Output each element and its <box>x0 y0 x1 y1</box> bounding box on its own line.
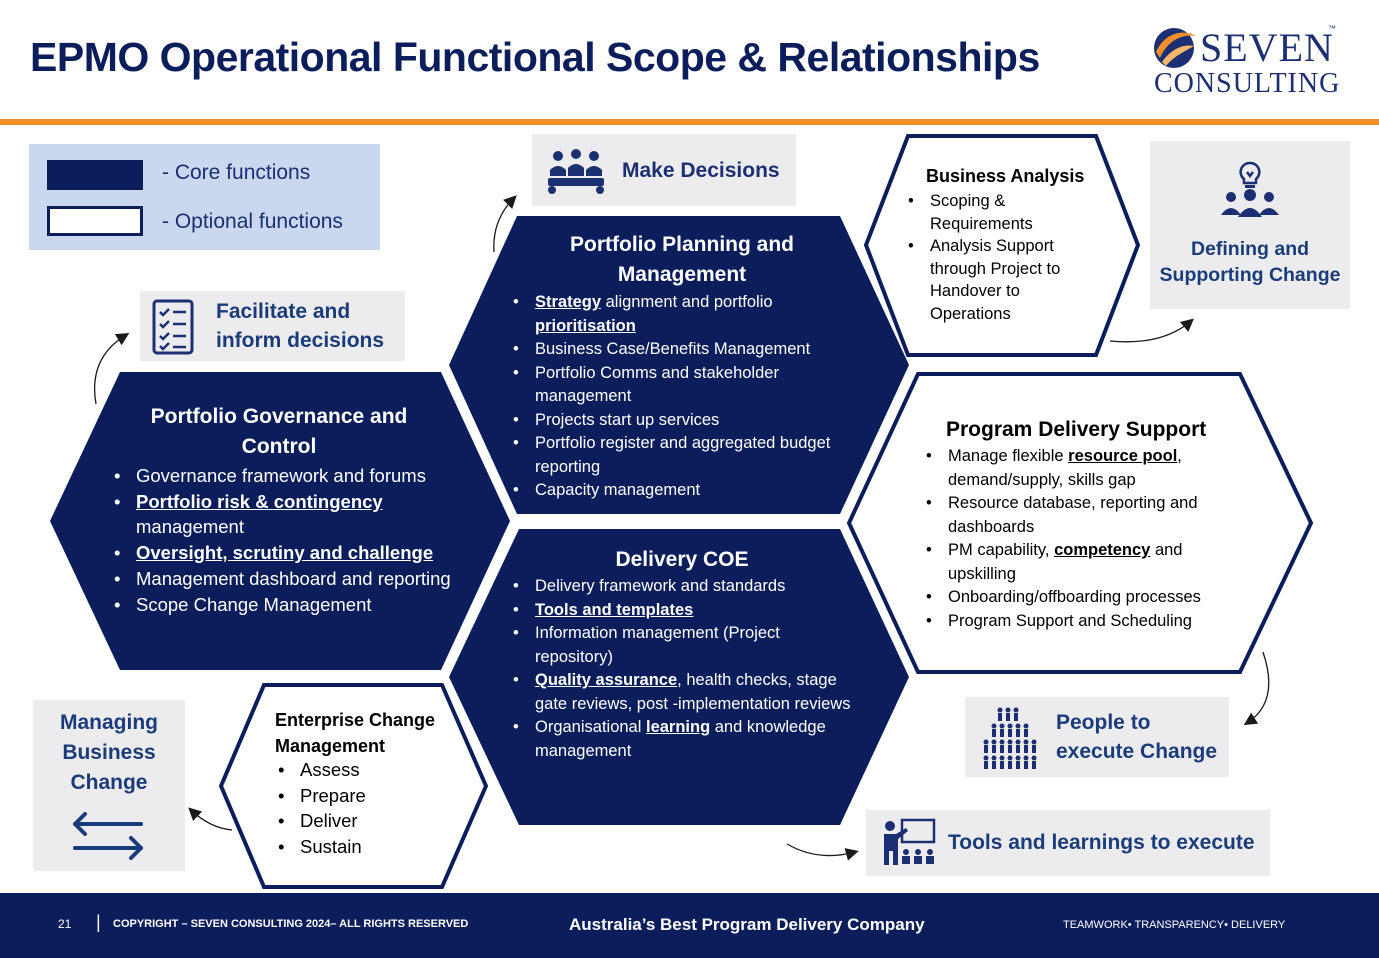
defining-change-label: Defining and Supporting Change <box>1159 238 1341 286</box>
footer-tagline: Australia’s Best Program Delivery Compan… <box>569 915 925 934</box>
list-item: Analysis Support through Project to Hand… <box>904 235 1094 325</box>
list-item: Organisational learning and knowledge ma… <box>509 716 854 763</box>
hex-planning-bullets: Strategy alignment and portfolioprioriti… <box>509 291 869 503</box>
page-number: 21 <box>58 917 72 931</box>
footer-values: TEAMWORK• TRANSPARENCY• DELIVERY <box>1063 919 1286 931</box>
hex-coe-title: Delivery COE <box>615 548 749 571</box>
hex-portfolio-governance: Portfolio Governance and Control Governa… <box>48 370 512 672</box>
swap-arrows-icon <box>73 812 143 860</box>
list-item: Resource database, reporting and dashboa… <box>922 492 1232 539</box>
legend-optional-swatch <box>47 206 143 236</box>
list-item: Oversight, scrutiny and challenge <box>110 540 480 566</box>
footer-divider: | <box>96 912 101 932</box>
arrow-to-managing-change <box>188 807 233 831</box>
footer-bar: 21 | COPYRIGHT – SEVEN CONSULTING 2024– … <box>0 893 1379 958</box>
hex-ecm-title: Enterprise Change Management <box>275 710 436 756</box>
arrow-to-make-decisions <box>493 195 517 253</box>
hex-planning-title: Portfolio Planning and Management <box>570 233 794 286</box>
arrow-to-people-execute <box>1243 651 1270 726</box>
presenter-board-icon <box>884 818 936 865</box>
people-grid-icon <box>983 707 1037 769</box>
lightbulb-team-icon <box>1221 161 1279 217</box>
hex-delivery-coe: Delivery COE Delivery framework and stan… <box>447 527 911 827</box>
hex-program-delivery-support: Program Delivery Support Manage flexible… <box>846 372 1314 674</box>
hex-business-analysis: Business Analysis Scoping & Requirements… <box>863 134 1141 357</box>
outcome-managing-change: Managing Business Change <box>33 700 185 871</box>
list-item: Sustain <box>274 834 434 860</box>
list-item: Scoping & Requirements <box>904 190 1094 235</box>
legend: - Core functions - Optional functions <box>29 144 380 250</box>
list-item: Deliver <box>274 808 434 834</box>
arrow-to-facilitate <box>93 332 130 405</box>
logo-globe-icon <box>1154 28 1196 68</box>
list-item: PM capability, competency and upskilling <box>922 539 1232 586</box>
hex-coe-bullets: Delivery framework and standards Tools a… <box>509 575 854 763</box>
outcome-defining-change: Defining and Supporting Change <box>1150 141 1350 309</box>
list-item: Strategy alignment and portfolioprioriti… <box>509 291 869 338</box>
logo-text-seven: SEVEN <box>1200 25 1334 70</box>
hex-governance-title: Portfolio Governance and Control <box>150 405 408 458</box>
hex-governance-bullets: Governance framework and forums Portfoli… <box>110 463 480 617</box>
list-item: Tools and templates <box>509 599 854 623</box>
list-item: Assess <box>274 757 434 783</box>
list-item: Projects start up services <box>509 409 869 433</box>
logo-trademark: ™ <box>1328 24 1336 33</box>
list-item: Information management (Project reposito… <box>509 622 854 669</box>
list-item: Program Support and Scheduling <box>922 610 1232 634</box>
hex-pds-title: Program Delivery Support <box>946 418 1207 441</box>
arrow-to-tools-learnings <box>786 843 859 861</box>
page-title: EPMO Operational Functional Scope & Rela… <box>30 34 1040 80</box>
list-item: Prepare <box>274 783 434 809</box>
list-item: Governance framework and forums <box>110 463 480 489</box>
legend-optional-label: - Optional functions <box>162 210 343 233</box>
tools-learnings-label: Tools and learnings to execute <box>948 831 1255 854</box>
list-item: Business Case/Benefits Management <box>509 338 869 362</box>
make-decisions-label: Make Decisions <box>622 159 780 182</box>
list-item: Portfolio register and aggregated budget… <box>509 432 869 479</box>
meeting-group-icon <box>548 149 604 194</box>
outcome-tools-learnings: Tools and learnings to execute <box>866 810 1270 876</box>
hex-ba-title: Business Analysis <box>926 166 1085 186</box>
list-item: Onboarding/offboarding processes <box>922 586 1232 610</box>
footer-copyright: COPYRIGHT – SEVEN CONSULTING 2024– ALL R… <box>113 918 469 930</box>
hex-portfolio-planning: Portfolio Planning and Management Strate… <box>447 214 911 516</box>
facilitate-decisions-label: Facilitate and inform decisions <box>216 300 385 352</box>
managing-change-label: Managing Business Change <box>60 711 158 794</box>
arrow-to-defining-change <box>1109 318 1194 343</box>
hex-ecm-bullets: Assess Prepare Deliver Sustain <box>274 757 434 860</box>
seven-consulting-logo: SEVEN ™ CONSULTING <box>1150 24 1350 104</box>
outcome-facilitate-decisions: Facilitate and inform decisions <box>140 291 405 361</box>
header-divider <box>0 119 1379 125</box>
list-item: Management dashboard and reporting <box>110 566 480 592</box>
list-item: Manage flexible resource pool, demand/su… <box>922 445 1232 492</box>
legend-core-swatch <box>47 160 143 190</box>
outcome-people-execute: People to execute Change <box>965 697 1229 777</box>
list-item: Portfolio Comms and stakeholder manageme… <box>509 362 869 409</box>
hex-enterprise-change: Enterprise Change Management Assess Prep… <box>218 683 490 889</box>
people-execute-label: People to execute Change <box>1056 711 1218 763</box>
list-item: Scope Change Management <box>110 592 480 618</box>
logo-text-consulting: CONSULTING <box>1154 68 1341 99</box>
hex-pds-bullets: Manage flexible resource pool, demand/su… <box>922 445 1232 633</box>
checklist-icon <box>152 299 194 355</box>
list-item: Delivery framework and standards <box>509 575 854 599</box>
hex-ba-bullets: Scoping & Requirements Analysis Support … <box>904 190 1094 325</box>
list-item: Capacity management <box>509 479 869 503</box>
outcome-make-decisions: Make Decisions <box>532 134 796 206</box>
list-item: Quality assurance, health checks, stage … <box>509 669 854 716</box>
legend-core-label: - Core functions <box>162 161 311 184</box>
